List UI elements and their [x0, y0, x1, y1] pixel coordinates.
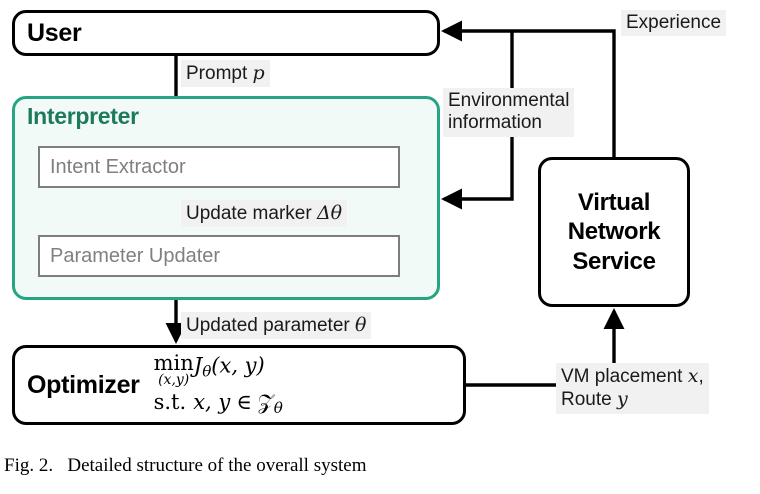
vm-line-2: Route y — [561, 388, 628, 411]
node-intent-extractor-label: Intent Extractor — [50, 155, 186, 178]
edge-label-vm-placement-route: VM placement x,Route y — [556, 363, 709, 414]
optimizer-constraint-set-subscript: θ — [273, 399, 283, 418]
edge-label-prompt-math: p — [252, 62, 265, 84]
env-info-line-2: information — [448, 112, 542, 134]
figure-caption: Fig. 2. Detailed structure of the overal… — [4, 455, 367, 476]
optimizer-objective-subscript: θ — [202, 362, 212, 381]
edge-label-update-marker-math: Δθ — [316, 202, 343, 224]
optimizer-objective: min(x,y)Jθ(x, y) — [153, 350, 283, 388]
edge-label-experience-text: Experience — [626, 12, 722, 33]
edge-label-update-marker-text: Update marker — [186, 203, 317, 224]
optimizer-min-operator: min(x,y) — [153, 350, 194, 388]
optimizer-constraint-set: 𝒵 — [257, 389, 274, 414]
optimizer-constraint-in: ∈ — [236, 389, 252, 414]
env-info-line-1: Environmental — [448, 90, 570, 111]
edge-environmental-information — [441, 31, 514, 210]
edge-vns-to-user-experience — [441, 20, 616, 157]
edge-label-prompt-text: Prompt — [186, 63, 253, 84]
edge-label-updated-parameter-math: θ — [355, 314, 367, 336]
node-user-label: User — [27, 18, 82, 47]
optimizer-constraint: s.t.x, y∈𝒵θ — [154, 390, 283, 417]
edge-label-updated-parameter-text: Updated parameter — [186, 315, 355, 336]
vns-line-3: Service — [572, 247, 656, 275]
edge-label-update-marker: Update marker Δθ — [181, 200, 348, 228]
node-intent-extractor[interactable]: Intent Extractor — [38, 146, 400, 188]
vm-line-2-text: Route — [561, 389, 617, 411]
vm-line-1-text: VM placement — [561, 366, 688, 387]
vm-line-1-comma: , — [698, 366, 704, 387]
node-optimizer-formula: min(x,y)Jθ(x, y) s.t.x, y∈𝒵θ — [153, 350, 283, 417]
optimizer-objective-symbol: J — [193, 353, 203, 378]
optimizer-constraint-prefix: s.t. — [153, 389, 187, 414]
edge-label-prompt: Prompt p — [181, 60, 270, 88]
edge-label-experience: Experience — [621, 10, 727, 37]
edge-label-updated-parameter: Updated parameter θ — [181, 312, 372, 340]
node-optimizer-label: Optimizer — [27, 370, 140, 399]
node-parameter-updater[interactable]: Parameter Updater — [38, 235, 400, 277]
node-user[interactable]: User — [12, 10, 440, 56]
vns-line-1: Virtual — [577, 189, 651, 217]
optimizer-constraint-vars: x, y — [193, 389, 231, 414]
node-interpreter-title: Interpreter — [27, 103, 139, 129]
vm-line-2-math: y — [616, 388, 628, 411]
vns-line-2: Network — [567, 218, 661, 246]
vm-line-1-math: x — [687, 365, 699, 387]
optimizer-objective-args: (x, y) — [211, 353, 265, 378]
node-optimizer[interactable]: Optimizer min(x,y)Jθ(x, y) s.t.x, y∈𝒵θ — [12, 345, 466, 425]
node-parameter-updater-label: Parameter Updater — [50, 244, 221, 267]
vm-line-1: VM placement x, — [561, 365, 704, 387]
